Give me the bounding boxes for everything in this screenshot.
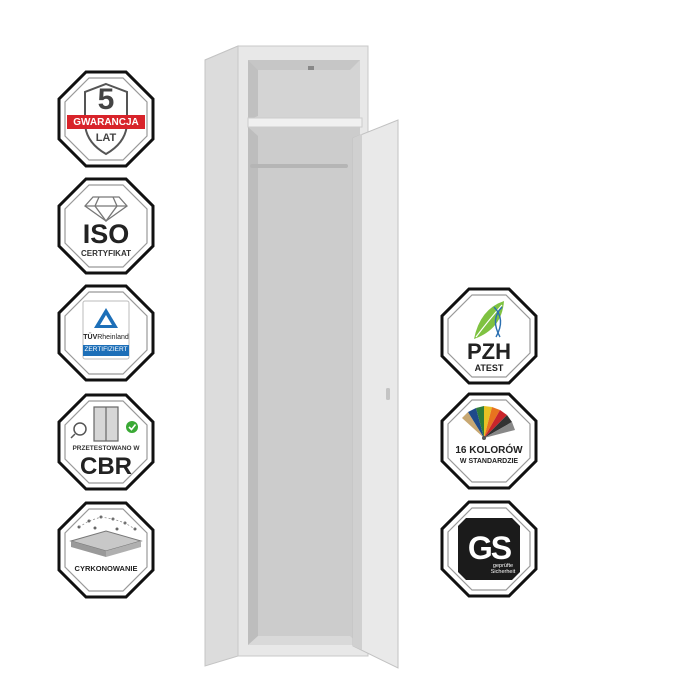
locker-icon (93, 406, 119, 442)
tuv-triangle-icon (94, 308, 118, 328)
gs-line2: Sicherheit (490, 569, 516, 575)
octagon-frame (57, 501, 155, 599)
gs-mark-background (458, 518, 520, 580)
tuv-brand: TÜVRheinland (57, 334, 155, 341)
warranty-unit: LAT (95, 132, 117, 144)
color-fan-icon (462, 406, 515, 440)
octagon-frame (57, 177, 155, 275)
pzh-caption: ATEST (474, 363, 504, 373)
clothes-rail (250, 164, 348, 168)
iso-title: ISO (82, 219, 130, 249)
powder-coating-badge: CYRKONOWANIE (57, 501, 155, 599)
powder-caption: CYRKONOWANIE (74, 564, 138, 573)
colors-line2: W STANDARDZIE (459, 458, 519, 465)
gs-mark: GS (467, 530, 512, 566)
powder-coating-layers-icon (69, 515, 143, 557)
pzh-badge: PZH ATEST (440, 287, 538, 385)
pzh-title: PZH (467, 339, 511, 364)
octagon-frame (57, 284, 155, 382)
tuv-brand-rest: Rheinland (97, 334, 129, 341)
octagon-frame (57, 393, 155, 491)
tuv-ribbon-label: ZERTIFIZIERT (84, 346, 128, 353)
main-compartment (248, 127, 360, 645)
warranty-badge: 5 GWARANCJA LAT (57, 70, 155, 168)
warranty-years: 5 (97, 83, 115, 116)
locker-side-panel (204, 45, 239, 667)
shelf (247, 117, 363, 128)
gs-badge: GS geprüfte Sicherheit (440, 500, 538, 598)
octagon-frame (440, 287, 538, 385)
lock-hole (308, 66, 314, 70)
warranty-ribbon-label: GWARANCJA (73, 117, 139, 128)
tuv-badge: TÜVRheinland ZERTIFIZIERT (57, 284, 155, 382)
iso-caption: CERTYFIKAT (80, 249, 132, 258)
cbr-caption: PRZETESTOWANO W (72, 445, 140, 452)
leaf-dna-icon (474, 301, 504, 339)
checkmark-icon (126, 421, 138, 433)
octagon-frame (440, 392, 538, 490)
colors-badge: 16 KOLORÓW W STANDARDZIE (440, 392, 538, 490)
octagon-frame (440, 500, 538, 598)
iso-badge: ISO CERTYFIKAT (57, 177, 155, 275)
gs-line1: geprüfte (492, 563, 514, 569)
magnifier-icon (70, 422, 87, 439)
locker-illustration (204, 45, 399, 669)
cbr-title: CBR (80, 453, 132, 480)
octagon-frame (57, 70, 155, 168)
warranty-ribbon (67, 115, 145, 129)
tuv-ribbon (83, 345, 129, 356)
tuv-brand-bold: TÜV (83, 334, 98, 341)
cbr-badge: PRZETESTOWANO W CBR (57, 393, 155, 491)
door-handle (386, 388, 390, 400)
diamond-icon (84, 196, 128, 223)
colors-line1: 16 KOLORÓW (455, 445, 523, 456)
